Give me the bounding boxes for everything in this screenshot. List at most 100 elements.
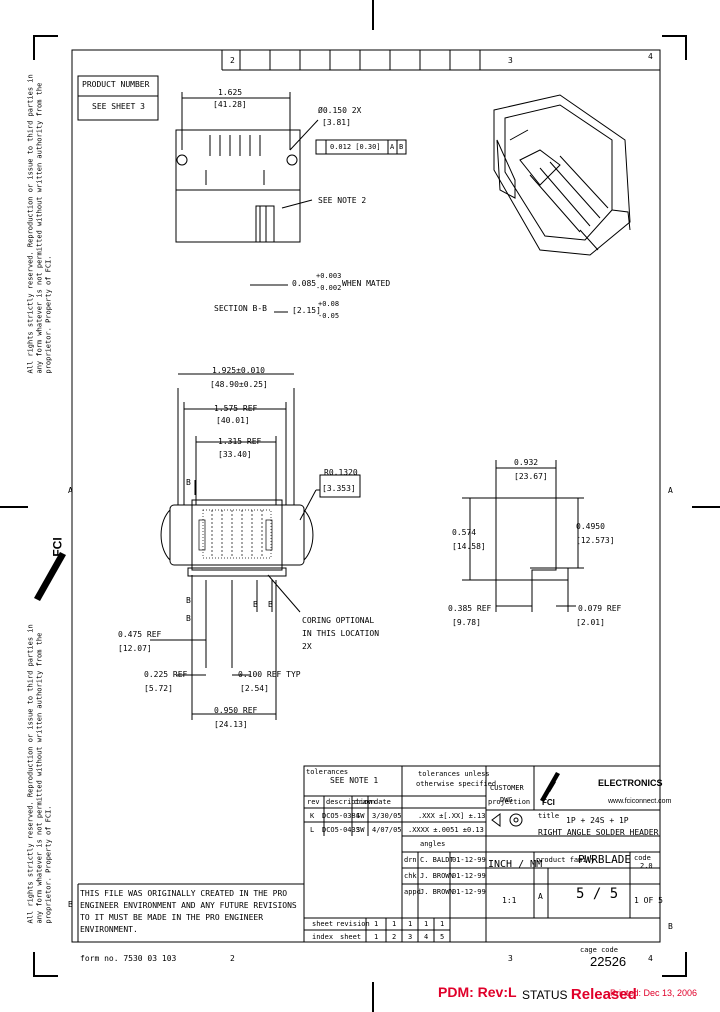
dim-0100: 0.100 REF TYP [238,670,301,679]
zone-top-3: 3 [508,56,513,65]
corner-mark-tl [33,35,58,60]
tb-appd-name: J. BROWN [420,888,454,896]
dim-1575: 1.575 REF [214,404,258,413]
section-mark-b-3: B [253,600,258,609]
section-label: SECTION B-B [214,304,267,313]
tb-brand: FCI [542,798,555,807]
tb-sheet-rev: 1 [374,920,379,928]
tb-cage-label: cage code [580,946,618,954]
coring-note-3: 2X [302,642,312,651]
dim-1625: 1.625 [218,88,243,97]
tb-revision-head: revision [336,920,370,928]
tb-tol-note-1: tolerances unless [418,770,490,778]
tb-website: www.fciconnect.com [608,798,672,805]
mated-tol-up: +0.003 [316,272,342,280]
tb-units: INCH / MM [488,859,543,870]
mated-mm-tol-up: +0.08 [318,300,340,308]
tb-tol-xxx: .XXX ±[.XX] ±.13 [418,812,486,820]
dim-1575-mm: [40.01] [216,416,250,425]
radius-callout: R0.1320 [324,468,358,477]
dim-4128: [41.28] [213,100,247,109]
dim-0100-mm: [2.54] [240,684,269,693]
tolerance-frame-value: 0.012 [0.30] [330,143,381,151]
tb-angles: angles [420,840,446,848]
datum-a: A [390,143,395,151]
fci-side-brand: FCI [50,537,65,557]
tb-tol-label: tolerances [306,768,349,776]
side-height-mm: [14.58] [452,542,486,551]
tb-sheet-num: 3 [408,933,413,941]
dim-0475: 0.475 REF [118,630,162,639]
side-base1-mm: [9.78] [452,618,481,627]
tb-prod-family-label: product family [536,856,596,864]
tb-customer: CUSTOMER [490,784,524,792]
tb-sheet-rev: 1 [408,920,413,928]
note-2-callout: SEE NOTE 2 [318,196,367,205]
tb-rev-row-by: SW [356,812,365,820]
tb-sheet-label: sheet [340,933,362,941]
side-base2: 0.079 REF [578,604,622,613]
tb-appd-role: appd [404,888,421,896]
tb-see-note: SEE NOTE 1 [330,776,379,785]
tb-projection: projection [488,798,531,806]
front-view [150,373,361,720]
tb-appd-date: 01-12-99 [452,888,486,896]
tb-title-2: RIGHT ANGLE SOLDER HEADER [538,828,659,837]
status-text: STATUS [522,988,568,1002]
tb-check-date: 01-12-99 [452,872,486,880]
dim-0950: 0.950 REF [214,706,258,715]
tb-drawn-name: C. BALDT [420,856,454,864]
fci-logo-side-icon [34,552,66,601]
hole-dim: Ø0.150 2X [318,106,362,115]
tb-sheet: 1 OF 5 [634,896,663,905]
section-mark-b-4: B [268,600,273,609]
section-mark-b-1: B [186,596,191,605]
dim-1315: 1.315 REF [218,437,262,446]
zone-right-b: B [668,922,673,931]
datum-b: B [399,143,404,151]
tb-prod-family: PWRBLADE [578,853,631,866]
zone-bottom-3: 3 [508,954,513,963]
zone-left-b: B [68,900,73,909]
tb-sheet-rev: 1 [424,920,429,928]
fci-logo-titleblock-icon [540,772,560,802]
tb-sheet-rev: 1 [392,920,397,928]
isometric-view [493,94,631,256]
side-height2-mm: [12.573] [576,536,615,545]
dim-0950-mm: [24.13] [214,720,248,729]
tb-rev-row-desc: DCO5-0384 [322,812,360,820]
mated-dim: 0.085 [292,279,317,288]
zone-bottom-4: 4 [648,954,653,963]
dim-overall-mm: [48.90±0.25] [210,380,268,389]
tb-rev-row-by: SW [356,826,365,834]
zone-left-a: A [68,486,73,495]
proprietary-notice-bottom: All rights strictly reserved. Reproducti… [26,624,53,924]
tb-rev-row-rev: K [310,812,315,820]
side-height: 0.574 [452,528,477,537]
pdm-revision: PDM: Rev:L [438,984,517,1000]
tb-sheet-num: 5 [440,933,445,941]
coring-note-2: IN THIS LOCATION [302,629,380,638]
corner-mark-br [662,952,687,977]
tb-drawn-head: drawn [354,798,376,806]
tb-index-label: index [312,933,334,941]
corner-mark-bl [33,952,58,977]
status-value: Released [570,986,637,1003]
side-width: 0.932 [514,458,539,467]
tb-drawn-date: 01-12-99 [452,856,486,864]
proprietary-notice-top: All rights strictly reserved. Reproducti… [26,74,53,374]
section-mark-b-top: B [186,478,191,487]
tb-title-label: title [538,812,560,820]
tb-sheet-head: sheet [312,920,334,928]
tb-sheet-rev: 1 [440,920,445,928]
section-mark-b-2: B [186,614,191,623]
hole-dim-mm: [3.81] [322,118,351,127]
zone-bottom-2: 2 [230,954,235,963]
tb-check-role: chk [404,872,417,880]
tb-rev-head: rev [307,798,320,806]
tb-rev-row-rev: L [310,826,315,834]
corner-mark-tr [662,35,687,60]
tb-dwg-number: 22526 [590,954,627,969]
side-height2: 0.4950 [576,522,605,531]
